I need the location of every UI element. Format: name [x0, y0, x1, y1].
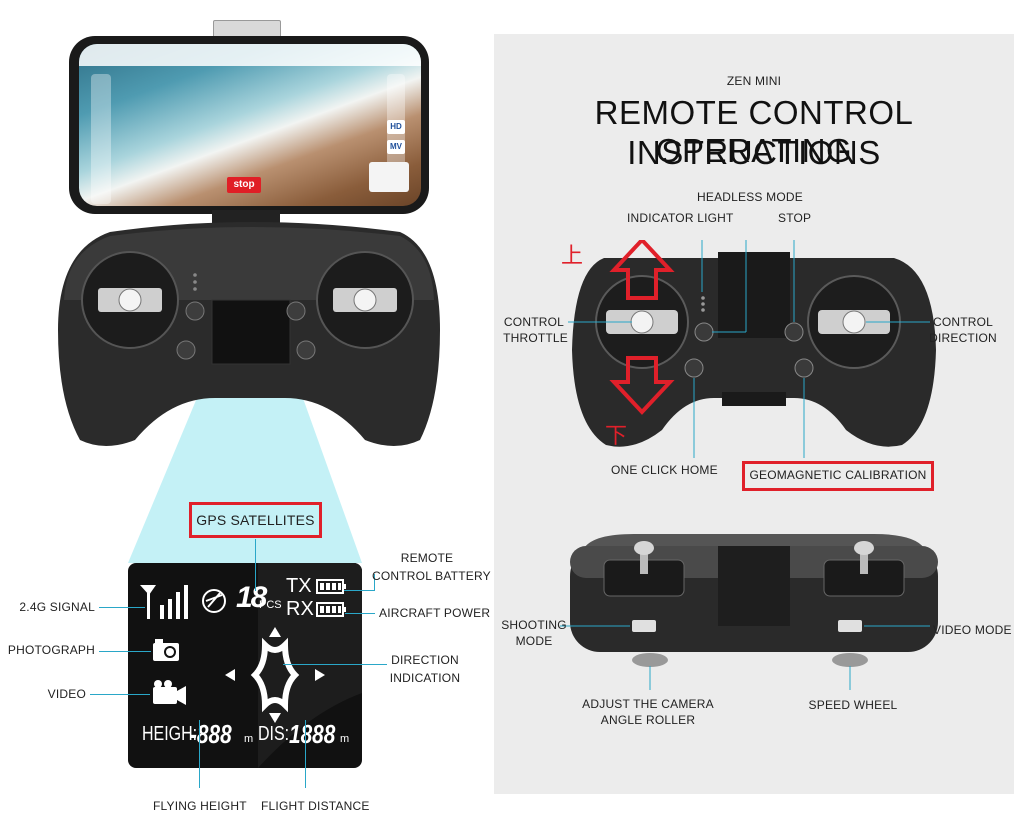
- gps-leader: [255, 539, 256, 591]
- arrow-left-icon: [225, 669, 235, 681]
- flight-distance-label: FLIGHT DISTANCE: [261, 799, 370, 813]
- control-direction-label-1: CONTROL: [932, 315, 994, 329]
- lcd-distance-label: DIS:: [258, 723, 290, 745]
- headless-mode-label: HEADLESS MODE: [697, 190, 803, 204]
- phone-left-toolbar: [91, 74, 111, 204]
- indicator-light-label: INDICATOR LIGHT: [627, 211, 734, 225]
- one-click-home-label: ONE CLICK HOME: [611, 463, 718, 477]
- remote-battery-label-2: CONTROL BATTERY: [372, 569, 491, 583]
- phone-minimap: [369, 162, 409, 192]
- camera-roller-label-1: ADJUST THE CAMERA: [582, 697, 714, 711]
- signal-icon: [140, 585, 188, 619]
- down-character: 下: [605, 424, 628, 449]
- controller-front: [58, 210, 440, 446]
- arrow-down-icon: [269, 713, 281, 723]
- satellite-icon: [202, 589, 226, 613]
- tx-battery-icon: [316, 579, 346, 594]
- photograph-leader: [99, 651, 151, 652]
- remote-battery-leader: [344, 590, 374, 591]
- video-icon: [153, 680, 186, 705]
- remote-battery-label-1: REMOTE: [400, 551, 454, 565]
- title-line-1: REMOTE CONTROL OPERATING: [594, 94, 914, 169]
- video-label: VIDEO: [47, 687, 86, 701]
- height-leader: [199, 720, 200, 788]
- throttle-down-arrow: [609, 356, 675, 415]
- phone-status-bar: [79, 44, 421, 66]
- lcd-tx-label: TX: [286, 575, 312, 597]
- geomagnetic-highlight-box: [742, 461, 934, 491]
- shooting-mode-label-1: SHOOTING: [501, 618, 567, 632]
- phone-screen: HD MV stop: [79, 44, 421, 206]
- signal-label: 2.4G SIGNAL: [19, 600, 95, 614]
- gps-highlight-box: [189, 502, 322, 538]
- instructions-panel: [494, 34, 1014, 794]
- geomagnetic-calibration-label: GEOMAGNETIC CALIBRATION: [749, 468, 927, 482]
- video-mode-label: VIDEO MODE: [933, 623, 1012, 637]
- throttle-up-arrow: [609, 240, 675, 300]
- lcd-rx-label: RX: [286, 598, 314, 620]
- control-throttle-label-1: CONTROL: [503, 315, 564, 329]
- direction-indication-icon: [250, 637, 300, 713]
- signal-leader: [99, 607, 145, 608]
- arrow-right-icon: [315, 669, 325, 681]
- video-leader: [90, 694, 150, 695]
- rx-battery-icon: [316, 602, 346, 617]
- up-character: 上: [561, 244, 584, 269]
- lcd-screen: 18 PCS TX RX HEIGH: -888 m DIS: 1888 m: [128, 563, 362, 768]
- lcd-projection-beam: [128, 362, 362, 563]
- phone-hd-button[interactable]: HD: [387, 120, 405, 134]
- speed-wheel-label: SPEED WHEEL: [808, 698, 898, 712]
- direction-label-2: INDICATION: [389, 671, 461, 685]
- control-direction-label-2: DIRECTION: [929, 331, 997, 345]
- lcd-distance-unit: m: [340, 733, 350, 745]
- aircraft-power-label: AIRCRAFT POWER: [379, 606, 491, 620]
- arrow-up-icon: [269, 627, 281, 637]
- title-line-2: INSTRUCTIONS: [627, 134, 881, 171]
- shooting-mode-label-2: MODE: [515, 634, 553, 648]
- camera-roller-label-2: ANGLE ROLLER: [600, 713, 696, 727]
- remote-battery-leader-v: [374, 574, 375, 591]
- lcd-satellite-unit: PCS: [259, 599, 282, 611]
- controller-top-diagram: [568, 240, 936, 458]
- lcd-height-label: HEIGH:: [142, 723, 198, 745]
- controller-bottom-diagram: [560, 534, 938, 690]
- direction-leader: [283, 664, 387, 665]
- lcd-satellite-count: 18: [236, 581, 267, 614]
- aircraft-power-leader: [345, 613, 375, 614]
- distance-leader: [305, 720, 306, 788]
- stop-label: STOP: [778, 211, 812, 225]
- flying-height-label: FLYING HEIGHT: [153, 799, 247, 813]
- photograph-icon: [153, 639, 179, 661]
- control-throttle-label-2: THROTTLE: [503, 331, 568, 345]
- direction-label-1: DIRECTION: [391, 653, 459, 667]
- product-subtitle: ZEN MINI: [726, 74, 782, 88]
- lcd-distance-value: 1888: [289, 719, 336, 749]
- lcd-graphics: [140, 563, 362, 768]
- phone-mv-button[interactable]: MV: [387, 140, 405, 154]
- phone-stop-button[interactable]: stop: [227, 177, 261, 193]
- lcd-height-unit: m: [244, 733, 254, 745]
- photograph-label: PHOTOGRAPH: [7, 643, 95, 657]
- gps-satellites-label: GPS SATELLITES: [196, 512, 315, 528]
- lcd-height-value: -888: [190, 719, 232, 749]
